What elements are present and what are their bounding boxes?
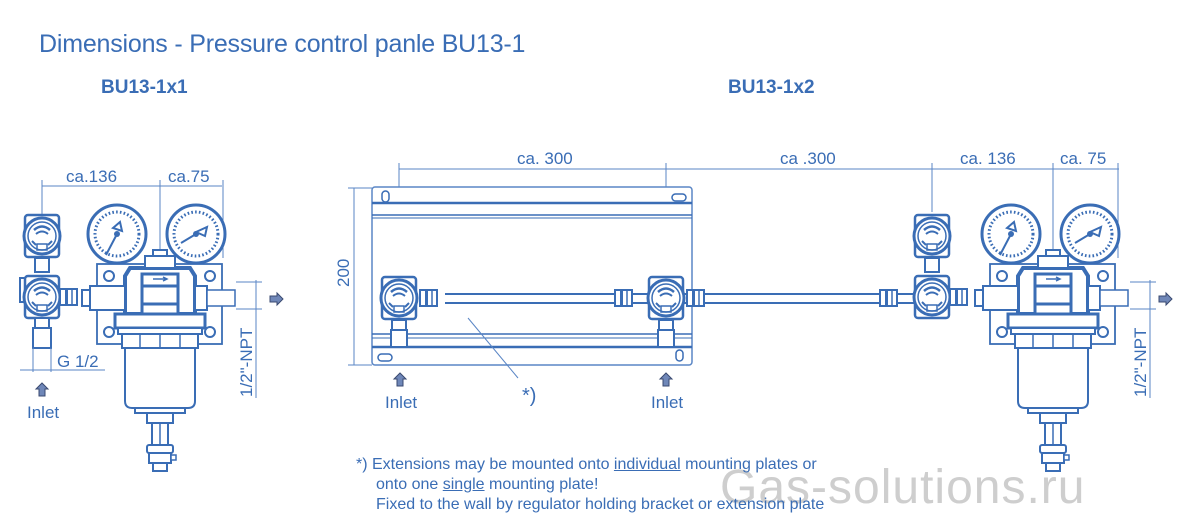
inlet-label: Inlet xyxy=(27,403,60,422)
dim-outlet-thread: 1/2"-NPT xyxy=(237,327,256,397)
cylinder-valve-top-2 xyxy=(912,213,952,259)
inlet-arrow-icon-2 xyxy=(393,372,407,387)
dim-ca300-2: ca .300 xyxy=(780,149,836,168)
assembly-bu13-1x2 xyxy=(348,163,1173,473)
outlet-arrow-icon-2 xyxy=(1158,292,1173,306)
inlet-label-2: Inlet xyxy=(651,393,684,412)
dim-outlet-thread-2: 1/2"-NPT xyxy=(1131,327,1150,397)
cylinder-valve-top xyxy=(22,213,62,259)
footnote: *) Extensions may be mounted onto indivi… xyxy=(356,455,824,515)
extension-valve-1 xyxy=(379,275,419,321)
inlet-arrow-icon-3 xyxy=(659,372,673,387)
assembly-bu13-1x1 xyxy=(19,180,284,473)
extension-mounting-plate xyxy=(371,186,693,366)
dim-ca300-1: ca. 300 xyxy=(517,149,573,168)
pressure-regulator-2 xyxy=(973,248,1130,473)
dim-ca136: ca.136 xyxy=(66,167,118,186)
outlet-arrow-icon xyxy=(269,292,284,306)
footnote-line1: *) Extensions may be mounted onto indivi… xyxy=(356,456,817,473)
dim-ca75-2: ca. 75 xyxy=(1060,149,1107,168)
footnote-line3: Fixed to the wall by regulator holding b… xyxy=(376,496,825,513)
inlet-label-1: Inlet xyxy=(385,393,418,412)
dim-ca136-2: ca. 136 xyxy=(960,149,1016,168)
extension-valve-2 xyxy=(646,275,686,321)
footnote-marker: *) xyxy=(522,385,537,407)
footnote-line2: onto one single mounting plate! xyxy=(376,476,599,493)
dim-inlet-thread: G 1/2 xyxy=(57,352,99,371)
cylinder-valve-bottom xyxy=(22,274,62,320)
page-title: Dimensions - Pressure control panle BU13… xyxy=(39,30,526,58)
inlet-arrow-icon xyxy=(35,382,49,397)
dim-height-200: 200 xyxy=(334,258,353,287)
pressure-regulator xyxy=(80,248,237,473)
watermark: Gas-solutions.ru xyxy=(720,461,1086,514)
variant-title-bu13-1x1: BU13-1x1 xyxy=(101,77,188,98)
cylinder-valve-bottom-2 xyxy=(912,274,952,320)
variant-title-bu13-1x2: BU13-1x2 xyxy=(728,77,815,98)
dim-ca75: ca.75 xyxy=(168,167,210,186)
